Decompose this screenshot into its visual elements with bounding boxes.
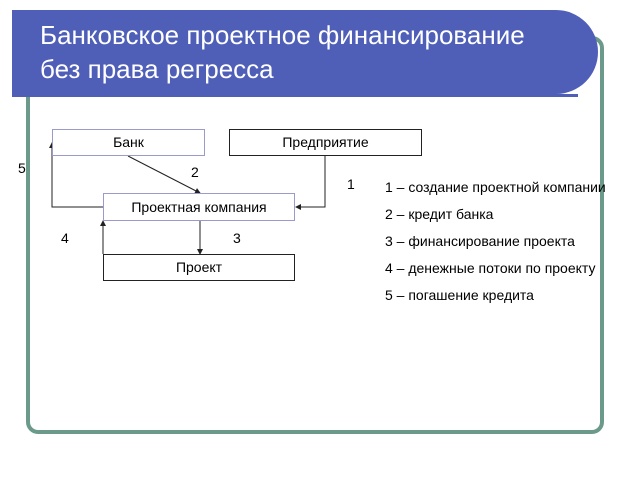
legend-item-1: 1 – создание проектной компании [385,179,606,195]
project-box: Проект [103,254,295,281]
legend: 1 – создание проектной компании 2 – кред… [385,178,615,313]
flow-number-2: 2 [191,164,199,180]
slide-frame [26,36,604,434]
title-line-2: без права регресса [40,54,274,84]
title-underline [12,94,578,97]
title-banner: Банковское проектное финансирование без … [12,10,598,97]
project-company-box: Проектная компания [103,193,295,221]
title-line-1: Банковское проектное финансирование [40,20,525,50]
flow-number-4: 4 [61,230,69,246]
legend-item-2: 2 – кредит банка [385,206,494,222]
legend-item-4: 4 – денежные потоки по проекту [385,260,596,276]
flow-number-5: 5 [18,160,26,176]
connector-2 [127,155,201,194]
legend-item-3: 3 – финансирование проекта [385,233,575,249]
connector-1 [295,156,326,210]
flow-number-3: 3 [233,230,241,246]
flow-number-1: 1 [347,176,355,192]
legend-item-5: 5 – погашение кредита [385,287,534,303]
enterprise-box: Предприятие [229,129,422,156]
bank-box: Банк [52,129,205,156]
connector-5 [49,142,103,208]
